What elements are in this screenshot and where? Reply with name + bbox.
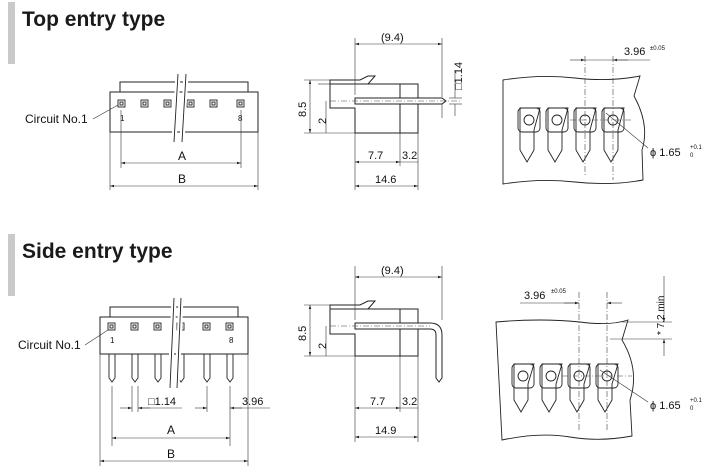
top-dim-pin-sq-label: □1.14 [453, 62, 465, 90]
top-dim-pitch-tol: ±0.05 [650, 46, 666, 52]
top-front-break-lines [173, 73, 187, 143]
side-circuit-leader [84, 329, 109, 346]
side-front-break-lines [169, 297, 182, 389]
side-side-view: (9.4) 8.5 2 7.7 3.2 14.9 [297, 265, 443, 442]
side-dim-pitch2-tol: ±0.05 [551, 289, 567, 295]
side-dim-3-2-label: 3.2 [402, 396, 417, 408]
top-dim-hole-label: ϕ 1.65 [650, 147, 681, 159]
top-side-housing-lower [329, 83, 401, 134]
side-dim-pitch-label: 3.96 [242, 396, 263, 408]
top-dim-a-label: A [178, 149, 186, 163]
side-dim-pitch2-label: 3.96 [524, 290, 545, 302]
side-dim-hole-leader [599, 369, 649, 403]
side-dim-a-label: A [167, 423, 175, 437]
side-dim-7-7-label: 7.7 [370, 396, 385, 408]
side-pcb-board [495, 319, 635, 441]
top-pcb-pads [517, 107, 625, 163]
side-front-pins [108, 354, 234, 383]
top-side-housing-wall [399, 83, 419, 134]
side-dim-pin-sq-label: □1.14 [148, 396, 176, 408]
side-side-housing-lower [329, 308, 401, 357]
top-front-pin-cavities [117, 99, 245, 108]
side-dim-b-label: B [167, 447, 175, 461]
side-side-pin [354, 322, 443, 383]
side-dim-8-5-label: 8.5 [297, 326, 309, 341]
top-pcb-layout: 3.96 ±0.05 ϕ 1.65 +0.1 0 [502, 46, 703, 185]
side-dim-2-label: 2 [317, 343, 329, 349]
top-circuit-no1-label: Circuit No.1 [25, 112, 88, 126]
top-dim-2-label: 2 [317, 118, 329, 124]
top-dim-14-6-label: 14.6 [375, 174, 396, 186]
heading-accent-bar-side [8, 234, 15, 296]
top-side-view: (9.4) 8.5 2 □1.14 7.7 3.2 14.6 [297, 32, 465, 190]
side-pin-8-label: 8 [229, 336, 234, 345]
top-dim-7-7-label: 7.7 [368, 150, 383, 162]
side-dim-hole-tol-up: +0.1 [690, 398, 703, 404]
top-dim-b-label: B [178, 172, 186, 186]
top-pin-1-label: 1 [120, 114, 125, 123]
heading-side-entry-type: Side entry type [22, 240, 173, 263]
top-dim-9-4-label: (9.4) [381, 32, 404, 44]
top-dim-pitch-label: 3.96 [624, 46, 645, 58]
top-dim-hole-tol-up: +0.1 [690, 145, 703, 151]
side-dim-hole-label: ϕ 1.65 [650, 400, 681, 412]
side-pin-1-label: 1 [110, 336, 115, 345]
side-circuit-no1-label: Circuit No.1 [18, 338, 81, 352]
top-dim-3-2-label: 3.2 [402, 150, 417, 162]
heading-top-entry-type: Top entry type [22, 8, 166, 31]
side-dim-hole-tol-down: 0 [690, 406, 694, 412]
side-side-housing-top [329, 300, 377, 310]
side-side-housing-wall [399, 308, 419, 357]
top-dim-hole-tol-down: 0 [690, 153, 694, 159]
side-dim-9-4-label: (9.4) [381, 265, 404, 277]
side-dim-14-9-label: 14.9 [375, 425, 396, 437]
side-pcb-layout: 3.96 ±0.05 * 7.2 min ϕ 1.65 +0.1 0 [495, 276, 703, 441]
side-dim-7-2-min-label: * 7.2 min [656, 296, 667, 335]
top-front-view: 1 8 Circuit No.1 A B [25, 73, 259, 190]
top-pin-8-label: 8 [238, 114, 243, 123]
top-pcb-board [502, 75, 646, 185]
heading-accent-bar-top [8, 2, 15, 64]
top-circuit-leader [92, 104, 119, 120]
top-dim-hole-leader [605, 112, 649, 149]
side-front-view: 1 8 Circuit No.1 □1.14 3.96 A B [18, 297, 270, 466]
top-dim-8-5-label: 8.5 [297, 102, 309, 117]
